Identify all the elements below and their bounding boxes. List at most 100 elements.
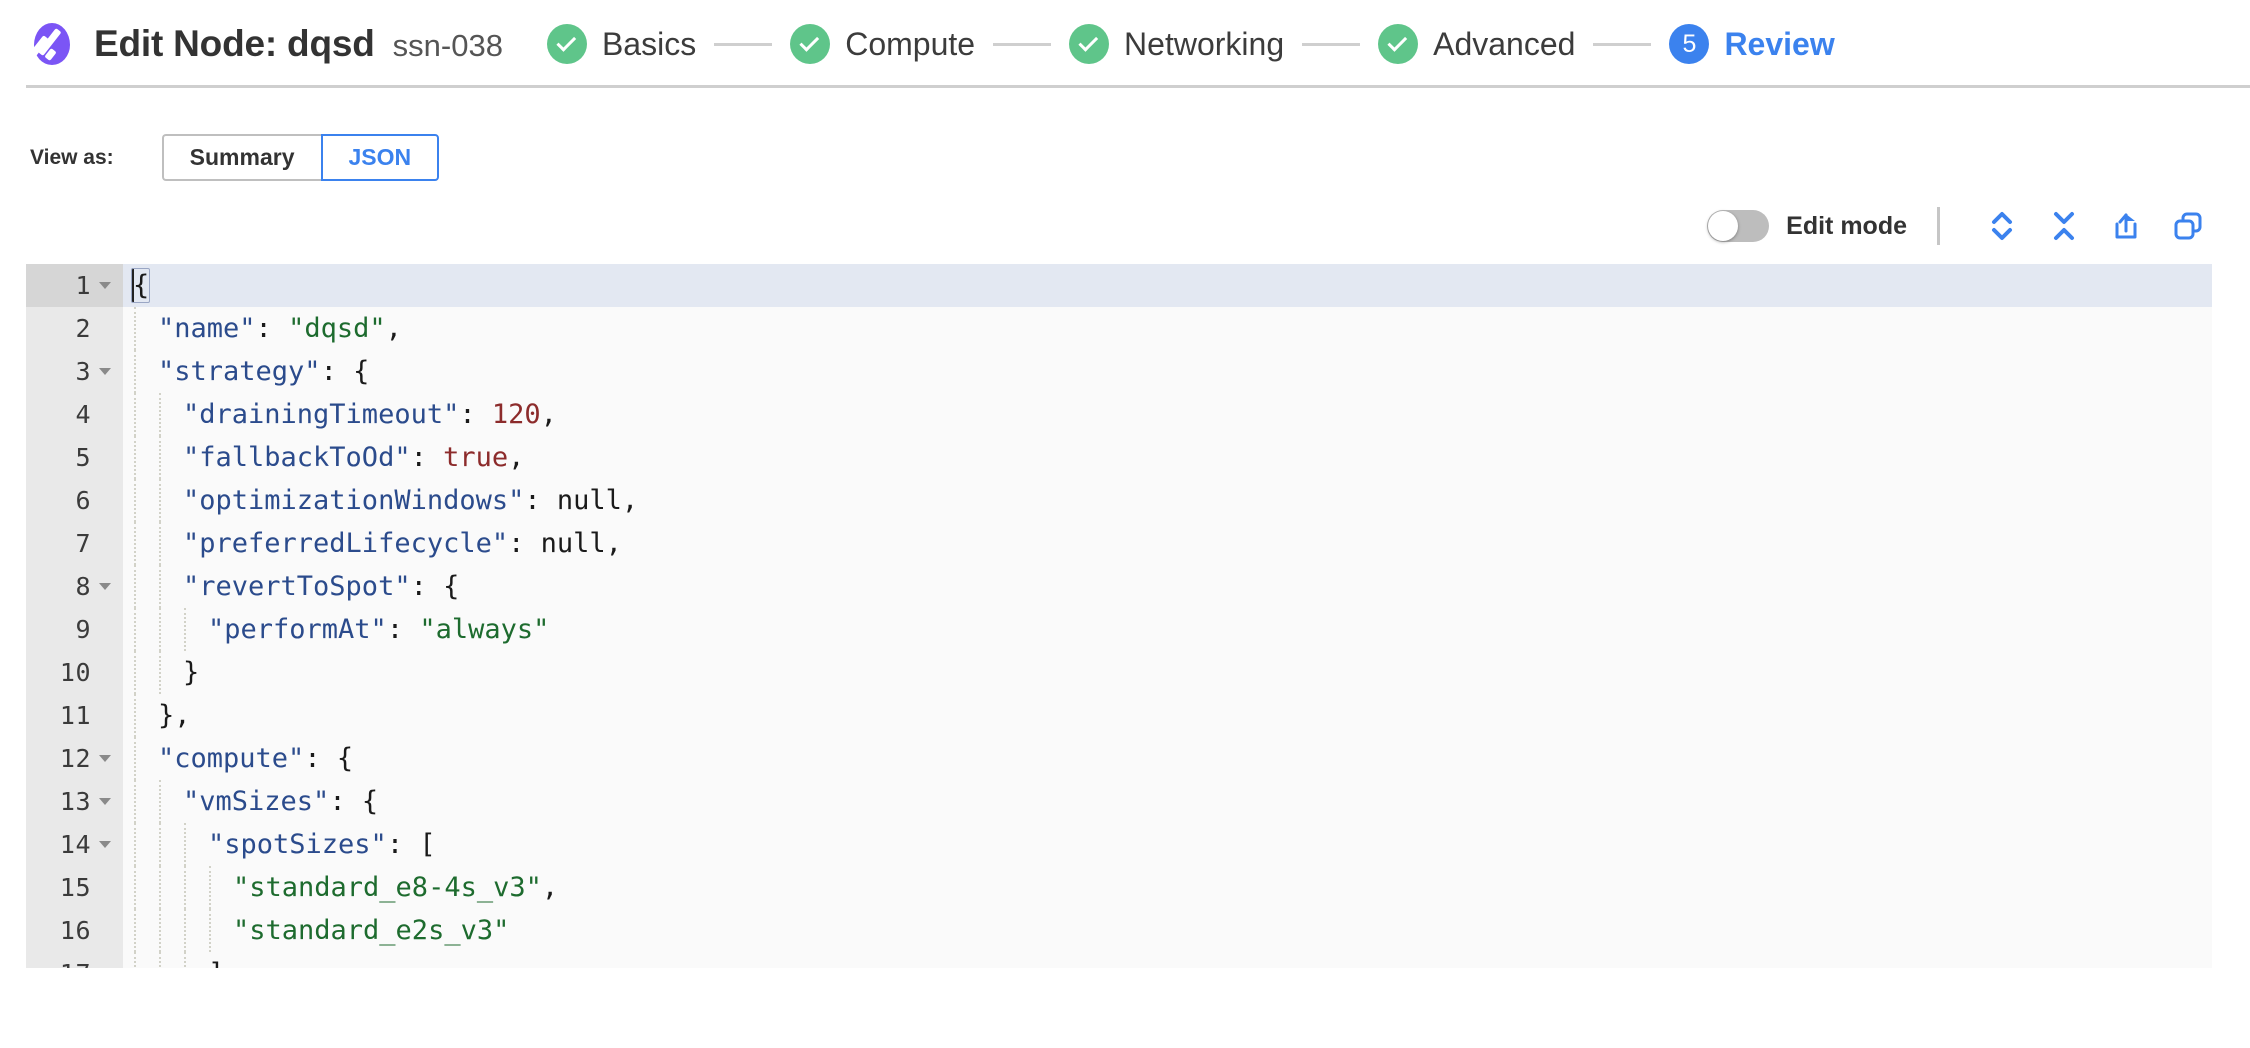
code-tokens: } bbox=[133, 657, 199, 688]
page-title: Edit Node: dqsd ssn-038 bbox=[94, 23, 503, 65]
code-line[interactable]: 2"name": "dqsd", bbox=[26, 307, 2212, 350]
code-line[interactable]: 4 "drainingTimeout": 120, bbox=[26, 393, 2212, 436]
token-punct: } bbox=[183, 657, 200, 688]
fold-toggle-icon[interactable] bbox=[95, 282, 115, 289]
step-networking[interactable]: Networking bbox=[1069, 24, 1284, 64]
indent-guide bbox=[134, 737, 136, 780]
view-as-segmented-control[interactable]: Summary JSON bbox=[161, 134, 440, 181]
token-key: "drainingTimeout" bbox=[183, 399, 460, 430]
indent-guide bbox=[134, 694, 136, 737]
code-text: "revertToSpot": { bbox=[123, 565, 2212, 608]
line-number-gutter: 17 bbox=[26, 952, 123, 968]
code-line[interactable]: 17], bbox=[26, 952, 2212, 968]
code-line[interactable]: 8 "revertToSpot": { bbox=[26, 565, 2212, 608]
code-line[interactable]: 14"spotSizes": [ bbox=[26, 823, 2212, 866]
step-basics-label: Basics bbox=[601, 25, 697, 62]
token-null: null bbox=[556, 485, 622, 516]
step-advanced[interactable]: Advanced bbox=[1378, 24, 1575, 64]
view-as-row: View as: Summary JSON bbox=[0, 88, 2250, 188]
collapse-all-button[interactable] bbox=[2038, 203, 2090, 249]
indent-guide bbox=[134, 780, 136, 823]
page-header: Edit Node: dqsd ssn-038 Basics Compute N… bbox=[0, 0, 2250, 88]
fold-toggle-icon[interactable] bbox=[95, 755, 115, 762]
token-punct: : { bbox=[410, 571, 460, 602]
line-number-gutter: 7 bbox=[26, 522, 123, 565]
indent-guide bbox=[134, 651, 136, 694]
json-code-editor[interactable]: 1{2"name": "dqsd",3"strategy": {4 "draini… bbox=[26, 264, 2212, 968]
token-key: "compute" bbox=[158, 743, 305, 774]
code-tokens: "spotSizes": [ bbox=[133, 829, 436, 860]
line-number-gutter: 8 bbox=[26, 565, 123, 608]
line-number-gutter: 4 bbox=[26, 393, 123, 436]
code-line[interactable]: 15"standard_e8-4s_v3", bbox=[26, 866, 2212, 909]
indent-guide bbox=[184, 608, 186, 651]
line-number-gutter: 6 bbox=[26, 479, 123, 522]
code-line[interactable]: 5 "fallbackToOd": true, bbox=[26, 436, 2212, 479]
view-as-label: View as: bbox=[30, 145, 114, 169]
text-cursor bbox=[132, 268, 134, 302]
spot-logo-icon bbox=[26, 21, 72, 67]
fold-toggle-icon[interactable] bbox=[95, 583, 115, 590]
line-number-gutter: 13 bbox=[26, 780, 123, 823]
line-number-gutter: 16 bbox=[26, 909, 123, 952]
token-key: "name" bbox=[158, 313, 256, 344]
code-text: "fallbackToOd": true, bbox=[123, 436, 2212, 479]
code-line[interactable]: 9"performAt": "always" bbox=[26, 608, 2212, 651]
line-number: 17 bbox=[60, 959, 91, 968]
line-number: 15 bbox=[59, 873, 91, 902]
fold-toggle-icon[interactable] bbox=[95, 798, 115, 805]
code-line[interactable]: 10} bbox=[26, 651, 2212, 694]
collapse-all-icon bbox=[2051, 209, 2077, 243]
code-text: } bbox=[123, 651, 2212, 694]
indent-guide bbox=[134, 952, 136, 968]
code-tokens: "preferredLifecycle": null, bbox=[133, 528, 622, 559]
code-tokens: ], bbox=[133, 958, 241, 968]
token-punct: ], bbox=[208, 958, 241, 968]
step-compute[interactable]: Compute bbox=[790, 24, 975, 64]
code-line[interactable]: 3"strategy": { bbox=[26, 350, 2212, 393]
token-punct: , bbox=[621, 485, 639, 516]
code-line[interactable]: 1{ bbox=[26, 264, 2212, 307]
fold-toggle-icon[interactable] bbox=[95, 841, 115, 848]
token-punct: : { bbox=[329, 786, 379, 817]
code-line[interactable]: 13"vmSizes": { bbox=[26, 780, 2212, 823]
share-button[interactable] bbox=[2100, 203, 2152, 249]
code-tokens: "revertToSpot": { bbox=[133, 571, 459, 602]
step-basics[interactable]: Basics bbox=[546, 24, 697, 64]
fold-toggle-icon[interactable] bbox=[95, 368, 115, 375]
token-key: "revertToSpot" bbox=[183, 571, 411, 602]
code-line[interactable]: 6"optimizationWindows": null, bbox=[26, 479, 2212, 522]
line-number: 5 bbox=[75, 443, 91, 472]
view-as-summary-button[interactable]: Summary bbox=[161, 134, 321, 181]
expand-all-button[interactable] bbox=[1976, 203, 2028, 249]
code-text: "standard_e2s_v3" bbox=[123, 909, 2212, 952]
token-num: 120 bbox=[491, 399, 541, 430]
code-tokens: "standard_e2s_v3" bbox=[133, 915, 509, 946]
code-line[interactable]: 11}, bbox=[26, 694, 2212, 737]
edit-mode-toggle-knob bbox=[1708, 211, 1739, 241]
line-number: 3 bbox=[75, 357, 91, 386]
code-tokens: "drainingTimeout": 120, bbox=[133, 399, 557, 430]
token-punct: , bbox=[540, 399, 557, 430]
indent-guide bbox=[184, 866, 186, 909]
indent-guide bbox=[159, 651, 161, 694]
indent-guide bbox=[159, 436, 161, 479]
page-title-text: Edit Node: dqsd bbox=[94, 23, 375, 64]
copy-button[interactable] bbox=[2162, 203, 2214, 249]
step-advanced-label: Advanced bbox=[1433, 25, 1576, 62]
indent-guide bbox=[134, 350, 136, 393]
edit-mode-toggle[interactable] bbox=[1707, 210, 1770, 242]
code-line[interactable]: 7 "preferredLifecycle": null, bbox=[26, 522, 2212, 565]
token-punct: : [ bbox=[386, 829, 436, 860]
line-number-gutter: 5 bbox=[26, 436, 123, 479]
indent-guide bbox=[184, 952, 186, 968]
token-str: "dqsd" bbox=[288, 313, 386, 344]
code-line[interactable]: 12"compute": { bbox=[26, 737, 2212, 780]
code-tokens: "fallbackToOd": true, bbox=[133, 442, 524, 473]
line-number-gutter: 12 bbox=[26, 737, 123, 780]
view-as-json-button[interactable]: JSON bbox=[320, 134, 440, 181]
code-line[interactable]: 16 "standard_e2s_v3" bbox=[26, 909, 2212, 952]
step-review[interactable]: 5 Review bbox=[1669, 24, 1835, 64]
step-compute-check-icon bbox=[790, 24, 831, 64]
token-punct: : bbox=[410, 442, 444, 473]
